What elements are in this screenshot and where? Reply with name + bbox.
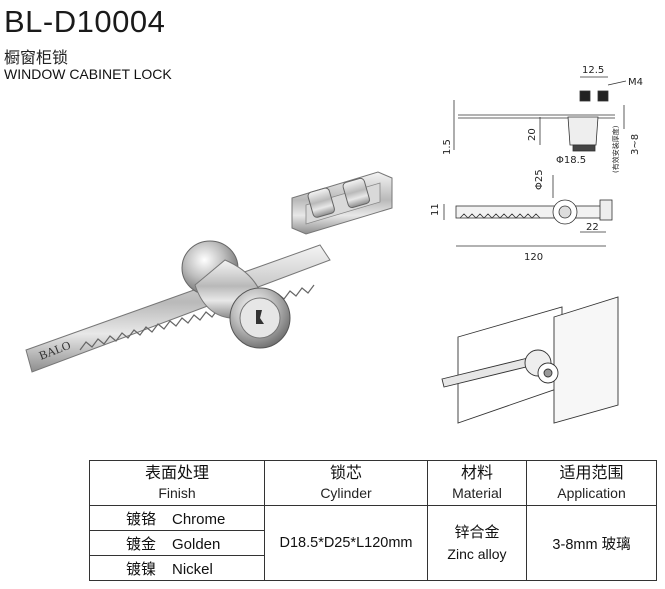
dim-length: 120 <box>524 252 543 263</box>
technical-drawing-side: Φ25 11 22 120 <box>430 170 613 263</box>
dim-diameter-large: Φ25 <box>534 170 545 190</box>
dim-range: 3~8 <box>630 134 641 155</box>
lock-body <box>181 240 291 349</box>
cylinder-size: D18.5*D25*L120mm <box>264 505 428 581</box>
product-name-cn: 橱窗柜锁 <box>4 48 69 67</box>
dim-plate: 1.5 <box>442 139 453 155</box>
table-header-row: 表面处理 Finish 锁芯 Cylinder 材料 Material 适用范围… <box>89 460 657 506</box>
dim-diameter-small: Φ18.5 <box>556 155 586 166</box>
dim-width: 12.5 <box>582 65 604 76</box>
product-photo: BALO <box>25 171 393 373</box>
dim-bar: 11 <box>430 203 441 216</box>
product-model: BL-D10004 <box>4 4 166 39</box>
application-range: 3-8mm 玻璃 <box>526 505 657 581</box>
header-application: 适用范围 Application <box>526 460 657 506</box>
dim-offset: 22 <box>586 222 599 233</box>
header-finish: 表面处理 Finish <box>89 460 265 506</box>
installation-illustration <box>441 296 619 424</box>
header-cylinder: 锁芯 Cylinder <box>264 460 428 506</box>
dim-height: 20 <box>527 128 538 141</box>
dim-thread: M4 <box>628 77 643 88</box>
header-material: 材料 Material <box>427 460 527 506</box>
product-name-en: WINDOW CABINET LOCK <box>4 66 172 82</box>
material-cell: 锌合金 Zinc alloy <box>427 505 527 581</box>
technical-drawing-top: 12.5 M4 1.5 20 Φ18.5 3~8 (有效安装厚度) <box>442 65 643 173</box>
spec-table: 表面处理 Finish 锁芯 Cylinder 材料 Material 适用范围… <box>89 460 657 581</box>
install-thickness-note: (有效安装厚度) <box>611 125 620 173</box>
bracket <box>291 171 393 235</box>
